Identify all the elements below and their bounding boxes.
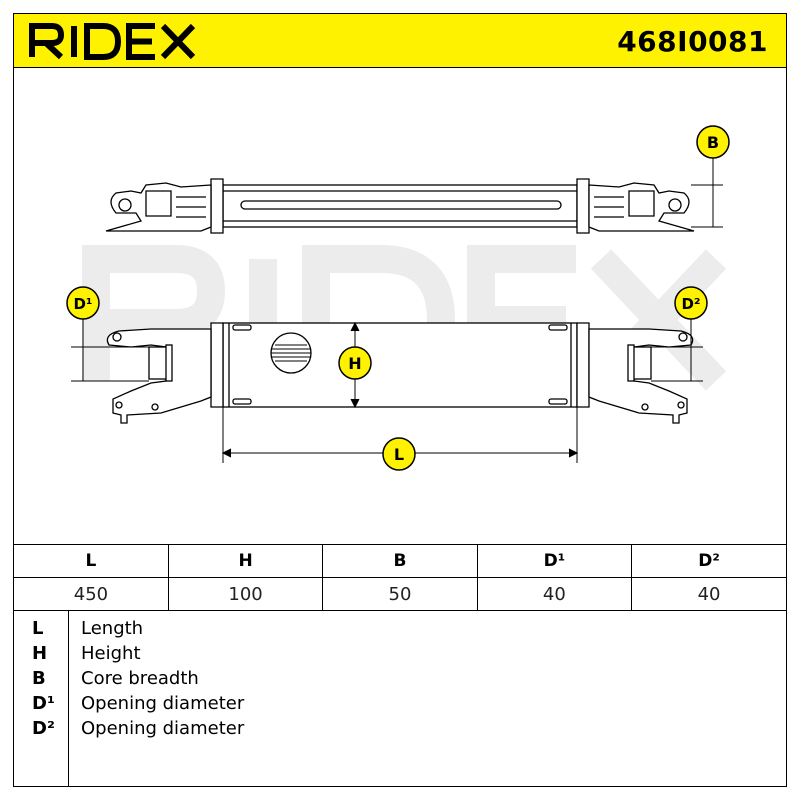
legend-desc: Height xyxy=(81,643,141,664)
legend-desc: Length xyxy=(81,618,144,639)
dimension-d1 xyxy=(71,319,149,382)
value-d2: 40 xyxy=(631,577,786,611)
dimension-b xyxy=(691,158,723,228)
legend-key: D² xyxy=(32,718,55,739)
front-left-flange xyxy=(210,322,224,408)
legend-key: D¹ xyxy=(32,693,55,714)
legend-key: B xyxy=(32,668,46,689)
value-d1: 40 xyxy=(476,577,633,611)
badge-b: B xyxy=(696,125,730,159)
top-left-flange xyxy=(210,178,224,234)
front-view xyxy=(106,322,694,424)
badge-d2: D² xyxy=(674,286,708,320)
part-number: 468I0081 xyxy=(617,25,768,58)
top-core-slot xyxy=(240,200,562,210)
legend-desc: Opening diameter xyxy=(81,718,245,739)
top-right-flange xyxy=(576,178,590,234)
legend-row: H Height xyxy=(14,643,786,668)
dimension-value-row: 450 100 50 40 40 xyxy=(14,577,786,611)
svg-text:L: L xyxy=(394,445,404,464)
front-left-tank xyxy=(106,328,212,424)
front-right-tank xyxy=(588,328,694,424)
dimension-table: L H B D¹ D² 450 100 50 40 40 xyxy=(14,544,786,611)
ridex-logo xyxy=(29,23,196,60)
front-right-flange xyxy=(576,322,590,408)
legend-row: D¹ Opening diameter xyxy=(14,693,786,718)
intercooler-drawing: B D¹ D² H L xyxy=(66,125,730,471)
badge-d1: D¹ xyxy=(66,286,100,320)
header-h: H xyxy=(167,544,324,578)
value-h: 100 xyxy=(167,577,324,611)
badge-h: H xyxy=(338,346,372,380)
value-l: 450 xyxy=(14,577,169,611)
legend-row: D² Opening diameter xyxy=(14,718,786,743)
badge-l: L xyxy=(382,437,416,471)
legend-row: L Length xyxy=(14,618,786,643)
svg-text:D²: D² xyxy=(681,295,700,313)
header-d1: D¹ xyxy=(476,544,633,578)
svg-text:D¹: D¹ xyxy=(73,295,92,313)
legend-row: B Core breadth xyxy=(14,668,786,693)
dimension-d2 xyxy=(651,319,703,382)
header-l: L xyxy=(14,544,169,578)
header-b: B xyxy=(322,544,478,578)
svg-text:B: B xyxy=(707,133,719,152)
top-right-bolt-hole xyxy=(668,198,682,212)
top-view xyxy=(105,178,695,234)
legend-key: L xyxy=(32,618,44,639)
header-bar: 468I0081 xyxy=(14,14,786,68)
dimension-header-row: L H B D¹ D² xyxy=(14,544,786,578)
legend-desc: Core breadth xyxy=(81,668,199,689)
legend-divider xyxy=(68,610,69,786)
product-sheet: 468I0081 xyxy=(13,13,787,787)
legend-desc: Opening diameter xyxy=(81,693,245,714)
svg-text:H: H xyxy=(348,354,361,373)
legend: L Length H Height B Core breadth D¹ Open… xyxy=(14,610,786,786)
header-d2: D² xyxy=(631,544,786,578)
top-left-bolt-hole xyxy=(118,198,132,212)
value-b: 50 xyxy=(322,577,478,611)
legend-key: H xyxy=(32,643,48,664)
